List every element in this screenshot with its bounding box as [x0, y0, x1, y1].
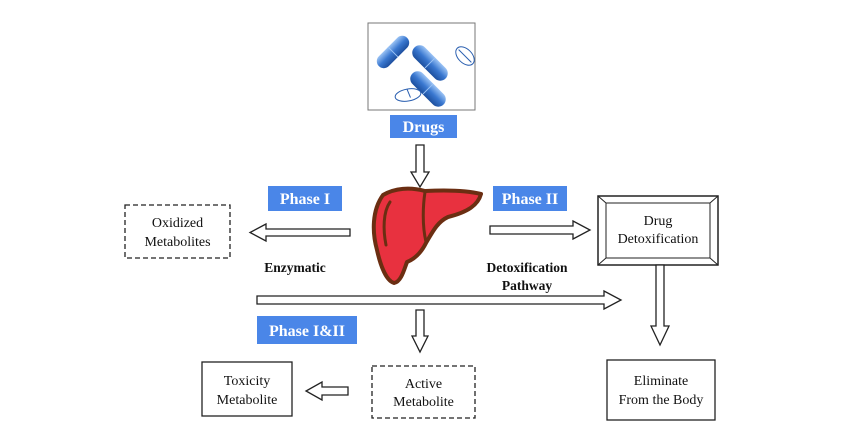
pathway-text-1: Detoxification: [487, 260, 568, 275]
active-metabolite-box: Active Metabolite: [371, 365, 476, 419]
svg-text:Phase II: Phase II: [502, 191, 558, 208]
svg-text:Phase I&II: Phase I&II: [269, 323, 345, 340]
svg-text:Detoxification: Detoxification: [618, 232, 699, 247]
svg-text:Drugs: Drugs: [403, 119, 445, 136]
enzymatic-text: Enzymatic: [264, 260, 326, 275]
eliminate-from-body-box: Eliminate From the Body: [606, 359, 716, 421]
svg-text:Active: Active: [405, 377, 442, 392]
liver-icon: [371, 186, 483, 285]
phase-1-2-label: Phase I&II: [257, 316, 357, 344]
svg-text:Oxidized: Oxidized: [152, 216, 203, 231]
svg-text:Metabolite: Metabolite: [393, 395, 454, 410]
arrow-detox-to-eliminate: [649, 264, 671, 347]
svg-text:Drug: Drug: [644, 214, 673, 229]
toxicity-metabolite-box: Toxicity Metabolite: [201, 361, 293, 417]
phase-2-label: Phase II: [493, 186, 567, 211]
drugs-image: [367, 22, 476, 111]
svg-text:Phase I: Phase I: [280, 191, 330, 208]
arrow-to-toxicity: [304, 380, 349, 402]
arrow-to-active-metabolite: [410, 309, 430, 354]
svg-text:From the Body: From the Body: [619, 393, 704, 408]
phase-1-label: Phase I: [268, 186, 342, 211]
svg-text:Toxicity: Toxicity: [224, 374, 270, 389]
svg-text:Metabolites: Metabolites: [144, 235, 210, 250]
arrow-long-pathway: [256, 289, 623, 311]
drugs-label: Drugs: [390, 115, 457, 138]
arrow-to-detox: [489, 219, 592, 241]
pathway-text-2: Pathway: [502, 278, 552, 293]
arrow-drugs-to-liver: [409, 144, 431, 189]
drug-detoxification-box: Drug Detoxification: [597, 195, 719, 266]
svg-text:Eliminate: Eliminate: [634, 374, 688, 389]
svg-text:Metabolite: Metabolite: [217, 393, 278, 408]
oxidized-metabolites-box: Oxidized Metabolites: [124, 204, 231, 259]
arrow-to-oxidized: [248, 222, 351, 243]
